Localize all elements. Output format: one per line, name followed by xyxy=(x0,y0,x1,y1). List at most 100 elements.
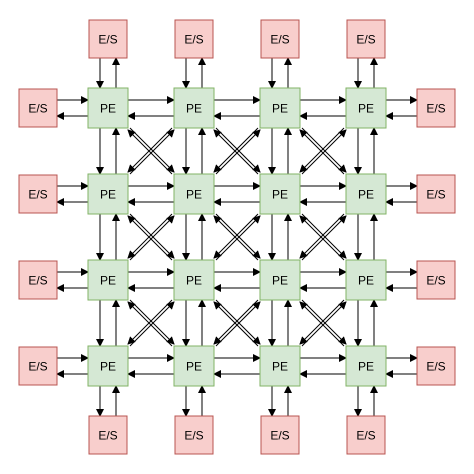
pe-node-r1-c1-label: PE xyxy=(186,188,202,202)
pe-node-r2-c1: PE xyxy=(173,259,215,301)
io-node-bottom-1-label: E/S xyxy=(184,429,203,443)
pe-node-r3-c1-label: PE xyxy=(186,360,202,374)
pe-node-r2-c0: PE xyxy=(87,259,129,301)
arrow-diag-sw-0-2 xyxy=(299,127,345,173)
pe-node-r3-c0: PE xyxy=(87,345,129,387)
pe-node-r1-c0: PE xyxy=(87,173,129,215)
arrow-diag-sw-0-1 xyxy=(213,127,259,173)
io-node-top-0-box xyxy=(88,19,128,59)
io-node-right-0-label: E/S xyxy=(426,102,445,116)
pe-node-r3-c3-box xyxy=(345,345,387,387)
io-node-top-0-label: E/S xyxy=(98,33,117,47)
io-node-right-3-box xyxy=(416,346,456,386)
arrow-diag-ne-0-2 xyxy=(301,129,347,175)
io-node-left-2: E/S xyxy=(18,260,58,300)
pe-node-r0-c0-label: PE xyxy=(100,102,116,116)
pe-node-r0-c0-box xyxy=(87,87,129,129)
arrow-diag-sw-2-1 xyxy=(213,299,259,345)
arrow-diag-nw-0-1 xyxy=(213,129,259,175)
pe-node-r0-c2-box xyxy=(259,87,301,129)
arrow-diag-se-0-2 xyxy=(301,127,347,173)
pe-node-r0-c0: PE xyxy=(87,87,129,129)
io-node-left-1-label: E/S xyxy=(28,188,47,202)
arrow-diag-sw-1-2 xyxy=(299,213,345,259)
io-node-top-2: E/S xyxy=(260,19,300,59)
io-node-top-0: E/S xyxy=(88,19,128,59)
pe-node-r0-c1: PE xyxy=(173,87,215,129)
pe-node-r0-c3: PE xyxy=(345,87,387,129)
arrow-diag-se-0-0 xyxy=(129,127,175,173)
pe-node-r3-c1: PE xyxy=(173,345,215,387)
arrow-diag-ne-0-0 xyxy=(129,129,175,175)
pe-node-r2-c2-box xyxy=(259,259,301,301)
arrow-diag-sw-1-1 xyxy=(213,213,259,259)
arrow-diag-ne-2-2 xyxy=(301,301,347,347)
pe-node-r2-c2-label: PE xyxy=(272,274,288,288)
io-node-bottom-0-label: E/S xyxy=(98,429,117,443)
io-node-left-3: E/S xyxy=(18,346,58,386)
pe-node-r2-c0-label: PE xyxy=(100,274,116,288)
arrow-diag-sw-0-0 xyxy=(127,127,173,173)
pe-node-r2-c3-box xyxy=(345,259,387,301)
io-node-right-0-box xyxy=(416,88,456,128)
io-node-right-1-label: E/S xyxy=(426,188,445,202)
pe-node-r3-c2-box xyxy=(259,345,301,387)
io-node-top-1: E/S xyxy=(174,19,214,59)
pe-node-r0-c2: PE xyxy=(259,87,301,129)
arrow-diag-ne-2-0 xyxy=(129,301,175,347)
pe-node-r3-c3: PE xyxy=(345,345,387,387)
io-node-bottom-1-box xyxy=(174,415,214,455)
arrow-diag-se-2-0 xyxy=(129,299,175,345)
arrow-diag-se-1-2 xyxy=(301,213,347,259)
io-node-left-2-box xyxy=(18,260,58,300)
pe-node-r3-c2: PE xyxy=(259,345,301,387)
io-node-right-1-box xyxy=(416,174,456,214)
arrow-diag-nw-2-1 xyxy=(213,301,259,347)
io-node-top-1-box xyxy=(174,19,214,59)
pe-node-r2-c2: PE xyxy=(259,259,301,301)
io-node-right-2-label: E/S xyxy=(426,274,445,288)
pe-node-r3-c2-label: PE xyxy=(272,360,288,374)
io-node-top-1-label: E/S xyxy=(184,33,203,47)
io-node-left-0-box xyxy=(18,88,58,128)
nodes-layer: PE PE PE PE PE PE PE PE PE PE PE PE PE PE PE PE E/S E/S E/… xyxy=(18,19,456,455)
arrow-diag-nw-1-0 xyxy=(127,215,173,261)
io-node-right-3-label: E/S xyxy=(426,360,445,374)
arrow-diag-se-1-0 xyxy=(129,213,175,259)
pe-node-r2-c1-label: PE xyxy=(186,274,202,288)
arrow-diag-nw-1-1 xyxy=(213,215,259,261)
arrow-diag-ne-1-1 xyxy=(215,215,261,261)
io-node-top-3-label: E/S xyxy=(356,33,375,47)
io-node-left-3-label: E/S xyxy=(28,360,47,374)
arrow-diag-nw-0-2 xyxy=(299,129,345,175)
arrow-diag-se-2-2 xyxy=(301,299,347,345)
arrow-diag-se-1-1 xyxy=(215,213,261,259)
io-node-bottom-3-label: E/S xyxy=(356,429,375,443)
arrow-diag-se-0-1 xyxy=(215,127,261,173)
pe-node-r1-c2-box xyxy=(259,173,301,215)
arrow-diag-ne-2-1 xyxy=(215,301,261,347)
pe-node-r1-c0-label: PE xyxy=(100,188,116,202)
io-node-left-1-box xyxy=(18,174,58,214)
io-node-bottom-3-box xyxy=(346,415,386,455)
io-node-bottom-0-box xyxy=(88,415,128,455)
pe-node-r3-c3-label: PE xyxy=(358,360,374,374)
io-node-right-2: E/S xyxy=(416,260,456,300)
pe-node-r3-c0-label: PE xyxy=(100,360,116,374)
io-node-left-0: E/S xyxy=(18,88,58,128)
pe-node-r1-c3: PE xyxy=(345,173,387,215)
pe-node-r1-c2: PE xyxy=(259,173,301,215)
io-node-bottom-3: E/S xyxy=(346,415,386,455)
io-node-top-2-box xyxy=(260,19,300,59)
pe-node-r1-c0-box xyxy=(87,173,129,215)
arrow-diag-sw-1-0 xyxy=(127,213,173,259)
io-node-bottom-2-box xyxy=(260,415,300,455)
pe-node-r2-c3: PE xyxy=(345,259,387,301)
arrow-diag-se-2-1 xyxy=(215,299,261,345)
arrow-diag-sw-2-2 xyxy=(299,299,345,345)
pe-node-r0-c1-box xyxy=(173,87,215,129)
arrow-diag-nw-1-2 xyxy=(299,215,345,261)
pe-node-r0-c3-box xyxy=(345,87,387,129)
io-node-right-1: E/S xyxy=(416,174,456,214)
